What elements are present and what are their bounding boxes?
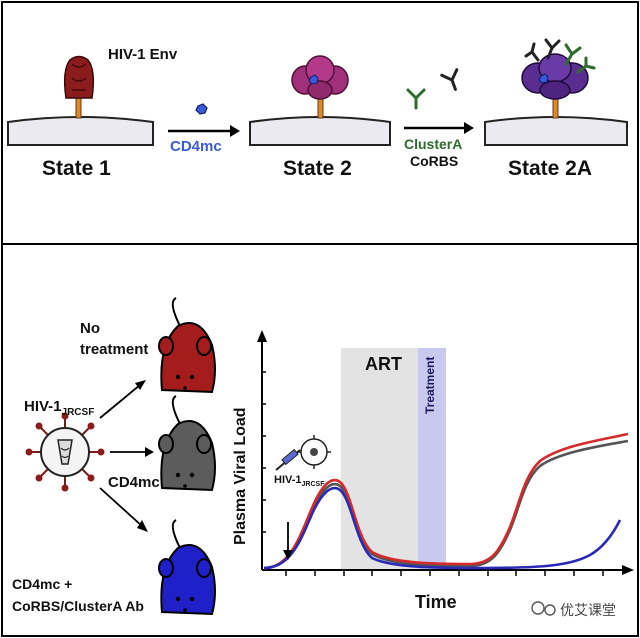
corbs-antibody-icon xyxy=(440,68,459,91)
combo-label-2: CoRBS/ClusterA Ab xyxy=(12,598,144,614)
clustera-antibody-icon xyxy=(406,88,426,110)
hiv-jrcsf-label: HIV-1JRCSF xyxy=(24,398,95,418)
cd4mc-molecule-icon xyxy=(195,103,208,115)
state2a-label: State 2A xyxy=(508,157,593,180)
no-treatment-label-2: treatment xyxy=(80,341,149,358)
combo-label-1: CD4mc + xyxy=(12,576,73,592)
mouse-combo-icon xyxy=(158,519,216,616)
env-trimer-state2-icon xyxy=(291,55,349,119)
arrow-state2-to-state2a xyxy=(404,122,474,134)
art-label: ART xyxy=(365,354,402,374)
watermark-logo-icon xyxy=(531,601,556,616)
hiv-virion-icon xyxy=(25,412,105,492)
small-virion-icon xyxy=(297,435,331,469)
x-axis-label: Time xyxy=(415,592,457,612)
membrane-state1 xyxy=(7,116,154,146)
infection-time-arrow xyxy=(283,522,293,560)
mouse-cd4mc-icon xyxy=(158,395,216,492)
membrane-state2a xyxy=(484,116,628,146)
watermark-text: 优艾课堂 xyxy=(560,602,616,618)
curve-no-treatment xyxy=(263,432,629,570)
cd4mc-arrow-label: CD4mc xyxy=(170,138,222,155)
inject-label: HIV-1JRCSF xyxy=(274,474,325,489)
no-treatment-label-1: No xyxy=(80,320,100,337)
env-trimer-state1-icon xyxy=(63,55,95,119)
mouse-no-treatment-icon xyxy=(158,297,216,394)
state2-label: State 2 xyxy=(283,157,352,180)
infection-arrows xyxy=(99,384,146,527)
cd4mc-group-label: CD4mc xyxy=(108,474,160,491)
treatment-label: Treatment xyxy=(423,356,437,414)
y-axis-label: Plasma Viral Load xyxy=(232,407,249,545)
env-trimer-state2a-icon xyxy=(521,38,596,119)
curve-combo xyxy=(263,486,622,570)
env-label: HIV-1 Env xyxy=(108,46,178,63)
plot-axes xyxy=(257,330,634,576)
treatment-band xyxy=(418,348,446,570)
membrane-state2 xyxy=(249,116,391,146)
state1-label: State 1 xyxy=(42,157,111,180)
arrow-state1-to-state2 xyxy=(168,125,240,137)
clustera-label: ClusterA xyxy=(404,136,463,152)
corbs-label: CoRBS xyxy=(410,153,459,169)
art-band xyxy=(341,348,418,570)
syringe-icon xyxy=(275,448,301,471)
